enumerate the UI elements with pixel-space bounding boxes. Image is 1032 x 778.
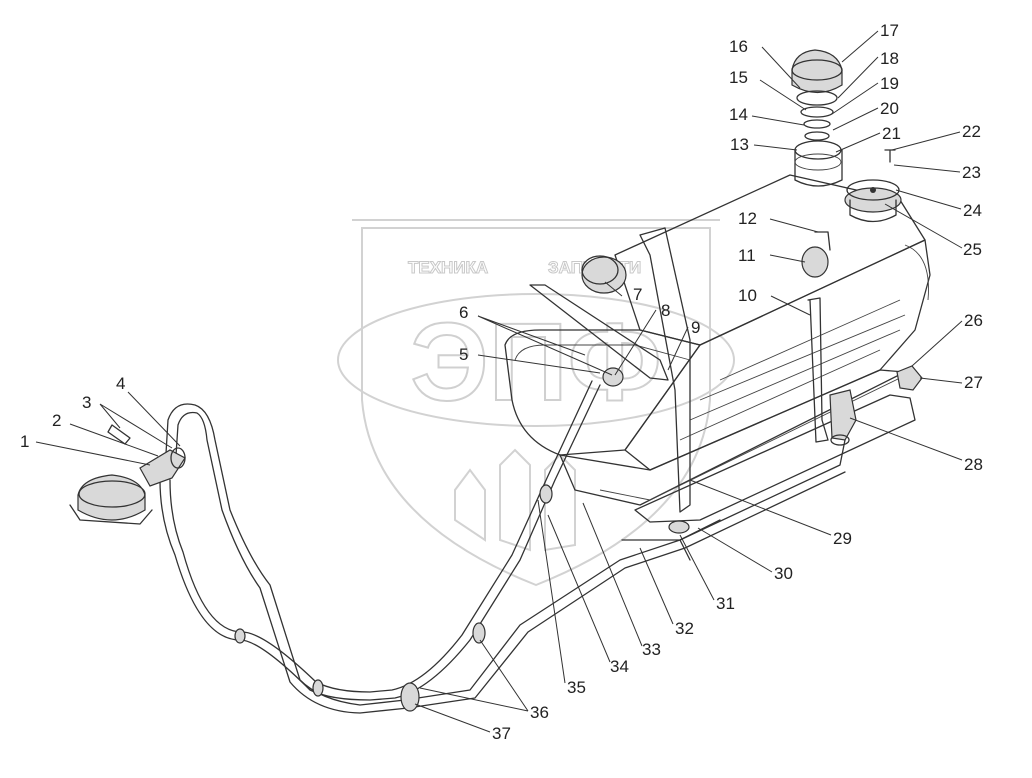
support-bracket bbox=[621, 394, 916, 561]
callout-1: 1 bbox=[20, 432, 29, 451]
callout-8: 8 bbox=[661, 301, 670, 320]
callout-23: 23 bbox=[962, 163, 981, 182]
callout-3: 3 bbox=[82, 393, 91, 412]
callout-25: 25 bbox=[963, 240, 982, 259]
callout-5: 5 bbox=[459, 345, 468, 364]
callout-19: 19 bbox=[880, 74, 899, 93]
callout-16: 16 bbox=[729, 37, 748, 56]
callout-11: 11 bbox=[738, 246, 756, 265]
callout-13: 13 bbox=[730, 135, 749, 154]
callout-18: 18 bbox=[880, 49, 899, 68]
callout-20: 20 bbox=[880, 99, 899, 118]
callout-24: 24 bbox=[963, 201, 982, 220]
callout-34: 34 bbox=[610, 657, 629, 676]
callout-12: 12 bbox=[738, 209, 757, 228]
filler-neck bbox=[794, 140, 843, 187]
callout-35: 35 bbox=[567, 678, 586, 697]
leader-lines bbox=[35, 30, 963, 733]
bolt bbox=[884, 149, 896, 163]
callout-22: 22 bbox=[962, 122, 981, 141]
drain-cap bbox=[581, 255, 627, 294]
callout-29: 29 bbox=[833, 529, 852, 548]
callout-6: 6 bbox=[459, 303, 468, 322]
callout-10: 10 bbox=[738, 286, 757, 305]
watermark-text-left: ТЕХНИКА bbox=[408, 258, 488, 277]
callout-26: 26 bbox=[964, 311, 983, 330]
fuel-filter bbox=[69, 424, 186, 525]
watermark-logo: ЭПФ bbox=[410, 301, 661, 424]
callout-labels: 1 2 3 4 5 6 7 8 9 10 11 12 13 14 15 16 1… bbox=[20, 21, 983, 743]
callout-37: 37 bbox=[492, 724, 511, 743]
callout-30: 30 bbox=[774, 564, 793, 583]
filler-cap bbox=[791, 49, 843, 141]
breather-fitting bbox=[801, 231, 831, 278]
callout-15: 15 bbox=[729, 68, 748, 87]
callout-4: 4 bbox=[116, 374, 125, 393]
fuel-level-sensor-flange bbox=[844, 179, 902, 223]
callout-31: 31 bbox=[716, 594, 735, 613]
callout-17: 17 bbox=[880, 21, 899, 40]
callout-21: 21 bbox=[882, 124, 901, 143]
callout-33: 33 bbox=[642, 640, 661, 659]
callout-7: 7 bbox=[633, 285, 642, 304]
callout-9: 9 bbox=[691, 318, 700, 337]
callout-27: 27 bbox=[964, 373, 983, 392]
tank-straps bbox=[529, 227, 829, 513]
callout-28: 28 bbox=[964, 455, 983, 474]
drain-valve bbox=[829, 365, 923, 446]
callout-32: 32 bbox=[675, 619, 694, 638]
callout-14: 14 bbox=[729, 105, 748, 124]
callout-2: 2 bbox=[52, 411, 61, 430]
fuel-lines bbox=[159, 367, 846, 714]
callout-36: 36 bbox=[530, 703, 549, 722]
